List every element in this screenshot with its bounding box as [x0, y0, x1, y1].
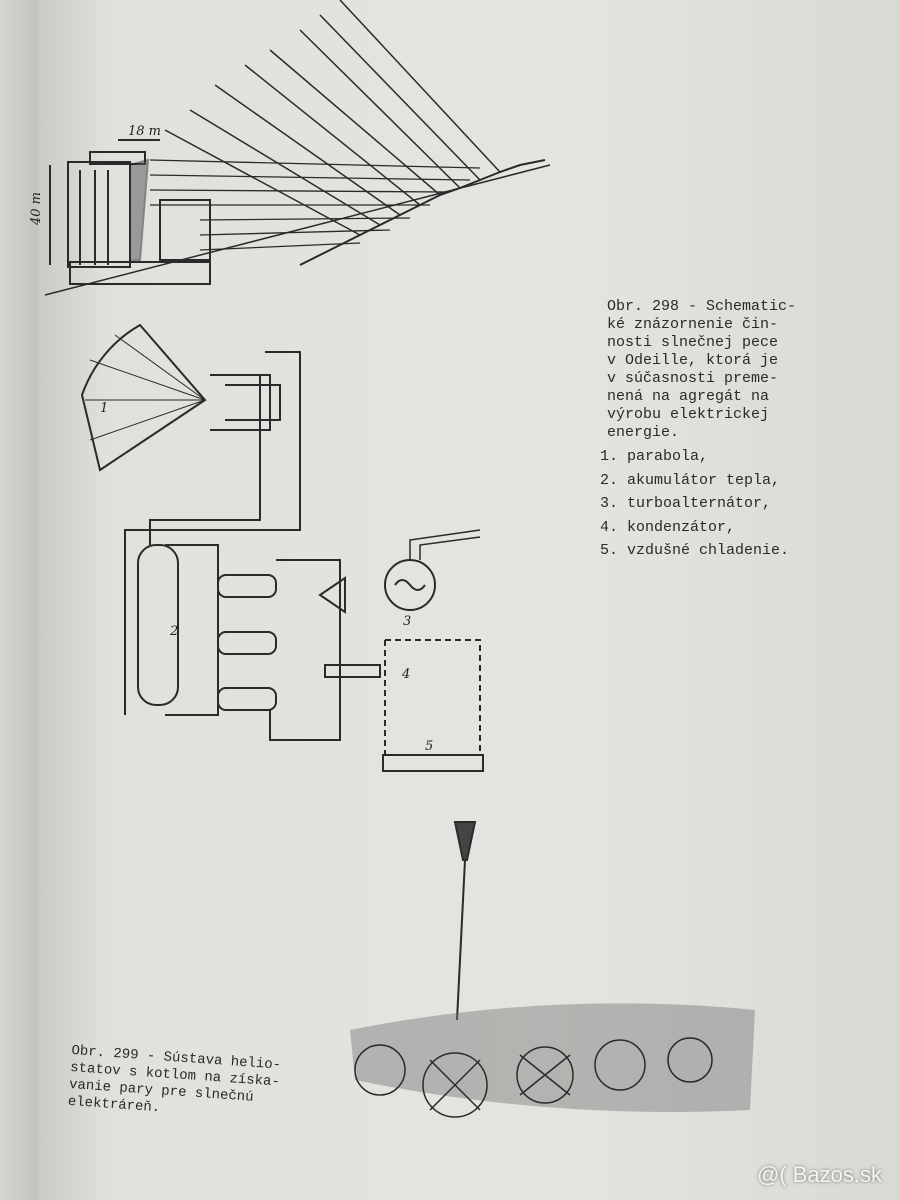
legend-item-turboalternator: 3. turboalternátor, — [600, 495, 772, 512]
legend-item-air-cooling: 5. vzdušné chladenie. — [600, 542, 790, 559]
dimension-height-label: 40 m — [29, 192, 44, 226]
watermark: @( Bazos.sk — [756, 1162, 882, 1187]
figure-298-legend: 1. parabola, 2. akumulátor tepla, 3. tur… — [600, 448, 789, 566]
heliostat-field-sketch — [350, 821, 755, 1118]
dimension-width-label: 18 m — [128, 124, 161, 139]
figure-299-caption: Obr. 299 - Sústava helio- statov s kotlo… — [67, 1043, 282, 1117]
power-plant-schematic: 1 2 3 4 5 — [80, 323, 484, 772]
label-2: 2 — [169, 624, 178, 639]
solar-furnace-section: 18 m 40 m — [29, 0, 551, 296]
legend-item-heat-accumulator: 2. akumulátor tepla, — [600, 471, 781, 489]
legend-item-condenser: 4. kondenzátor, — [600, 518, 736, 536]
legend-item-parabola: 1. parabola, — [600, 448, 709, 465]
label-1: 1 — [100, 401, 108, 416]
label-5: 5 — [425, 739, 433, 754]
figure-298-caption: Obr. 298 - Schematic- ké znázornenie čin… — [607, 298, 797, 441]
label-4: 4 — [401, 667, 410, 682]
label-3: 3 — [403, 614, 411, 629]
